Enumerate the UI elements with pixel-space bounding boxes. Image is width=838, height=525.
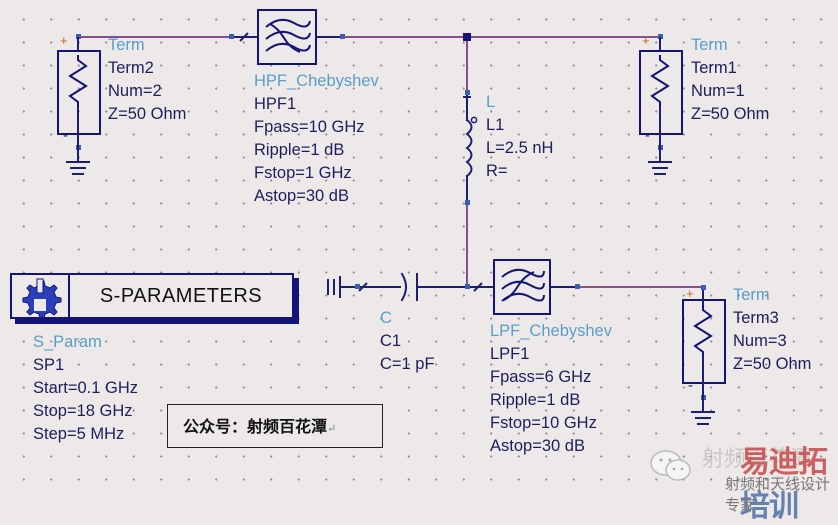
capacitor-curved-plate xyxy=(400,272,407,302)
component-param: Z=50 Ohm xyxy=(691,105,770,123)
component-param: Fpass=10 GHz xyxy=(254,118,365,136)
term2-component[interactable] xyxy=(57,37,101,175)
pin-node[interactable] xyxy=(340,34,345,39)
component-param: Ripple=1 dB xyxy=(254,141,345,159)
c1-label[interactable]: C C1 C=1 pF xyxy=(380,307,435,376)
component-name: Term3 xyxy=(733,309,779,327)
l1-label[interactable]: L L1 L=2.5 nH R= xyxy=(486,91,553,183)
pin-node[interactable] xyxy=(76,34,81,39)
inductor-polarity-dot xyxy=(470,116,478,124)
component-type: Term xyxy=(691,36,728,54)
watermark-ghost-text: 射频百花潭 xyxy=(702,446,813,471)
component-name: LPF1 xyxy=(490,345,530,363)
resistor-zigzag xyxy=(68,55,88,106)
note-text: 公众号：射频百花潭 xyxy=(183,417,328,436)
resistor-zigzag xyxy=(650,55,670,106)
text-note[interactable]: 公众号：射频百花潭↵ xyxy=(167,404,383,448)
pin-node[interactable] xyxy=(465,90,470,95)
component-param: Astop=30 dB xyxy=(254,187,349,205)
component-param: Start=0.1 GHz xyxy=(33,379,139,397)
component-param: R= xyxy=(486,162,508,180)
pin-node[interactable] xyxy=(658,34,663,39)
simulation-gear-icon xyxy=(12,275,70,320)
hpf-component[interactable] xyxy=(257,9,317,65)
watermark-subtitle: 射频和天线设计专家 xyxy=(725,475,831,514)
component-param: Step=5 MHz xyxy=(33,425,125,443)
component-name: SP1 xyxy=(33,356,65,374)
pin-node[interactable] xyxy=(701,285,706,290)
component-name: Term1 xyxy=(691,59,737,77)
component-param: Num=3 xyxy=(733,332,787,350)
lpf-label[interactable]: LPF_Chebyshev LPF1 Fpass=6 GHz Ripple=1 … xyxy=(490,320,612,458)
component-param: Num=1 xyxy=(691,82,745,100)
junction-node[interactable] xyxy=(463,33,471,41)
component-param: Z=50 Ohm xyxy=(733,355,812,373)
filter-wave-icon xyxy=(265,18,311,53)
pin-node[interactable] xyxy=(355,284,360,289)
component-type: Term xyxy=(108,36,145,54)
component-type: C xyxy=(380,309,392,327)
component-type: Term xyxy=(733,286,770,304)
component-type: LPF_Chebyshev xyxy=(490,322,612,340)
component-type: HPF_Chebyshev xyxy=(254,72,379,90)
pin-tick xyxy=(239,32,249,42)
component-name: Term2 xyxy=(108,59,154,77)
term2-label[interactable]: Term Term2 Num=2 Z=50 Ohm xyxy=(108,34,186,126)
pin-tick xyxy=(473,282,483,292)
term3-component[interactable] xyxy=(682,299,726,425)
term1-label[interactable]: Term Term1 Num=1 Z=50 Ohm xyxy=(691,34,769,126)
component-name: HPF1 xyxy=(254,95,297,113)
ground-icon xyxy=(691,411,715,425)
lpf-component[interactable] xyxy=(493,259,551,315)
component-param: C=1 pF xyxy=(380,355,435,373)
schematic-wiring xyxy=(57,9,726,425)
component-param: Stop=18 GHz xyxy=(33,402,133,420)
watermark: 射频百花潭 易迪拓培训 射频和天线设计专家 xyxy=(640,435,838,523)
term1-minus-mark: - xyxy=(645,127,650,144)
filter-wave-icon xyxy=(501,268,545,302)
component-param: L=2.5 nH xyxy=(486,139,554,157)
term1-component[interactable] xyxy=(639,37,683,175)
pin-node[interactable] xyxy=(465,200,470,205)
component-name: C1 xyxy=(380,332,402,350)
component-param: Num=2 xyxy=(108,82,162,100)
component-param: Fpass=6 GHz xyxy=(490,368,592,386)
pin-tick xyxy=(358,282,368,292)
component-name: L1 xyxy=(486,116,505,134)
hpf-label[interactable]: HPF_Chebyshev HPF1 Fpass=10 GHz Ripple=1… xyxy=(254,70,379,208)
term1-plus-mark: + xyxy=(642,33,650,48)
ground-icon xyxy=(66,161,90,175)
wechat-icon xyxy=(650,450,691,481)
term3-minus-mark: - xyxy=(688,377,693,394)
component-type: S_Param xyxy=(33,333,102,351)
component-param: Z=50 Ohm xyxy=(108,105,187,123)
pin-node[interactable] xyxy=(229,34,234,39)
resistor-zigzag xyxy=(693,305,713,356)
term3-label[interactable]: Term Term3 Num=3 Z=50 Ohm xyxy=(733,284,811,376)
inductor-coil xyxy=(465,118,473,178)
component-type: L xyxy=(486,93,496,111)
term2-minus-mark: - xyxy=(63,127,68,144)
ground-icon xyxy=(648,161,672,175)
term3-plus-mark: + xyxy=(686,286,694,301)
pin-node[interactable] xyxy=(575,284,580,289)
component-param: Astop=30 dB xyxy=(490,437,585,455)
pin-node[interactable] xyxy=(465,284,470,289)
sparam-label[interactable]: S_Param SP1 Start=0.1 GHz Stop=18 GHz St… xyxy=(33,331,138,446)
paragraph-mark: ↵ xyxy=(327,422,337,435)
component-param: Ripple=1 dB xyxy=(490,391,581,409)
s-parameters-banner: S-PARAMETERS xyxy=(99,285,263,307)
component-param: Fstop=1 GHz xyxy=(254,164,352,182)
watermark-brand-a: 易迪拓 xyxy=(740,446,828,479)
component-param: Fstop=10 GHz xyxy=(490,414,597,432)
term2-plus-mark: + xyxy=(60,33,68,48)
s-parameters-controller[interactable]: S-PARAMETERS xyxy=(10,273,294,320)
